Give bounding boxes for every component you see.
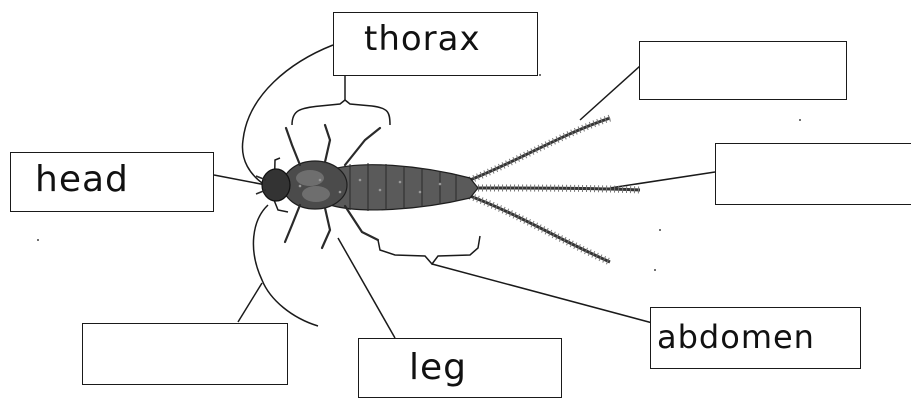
label-leg: leg — [409, 347, 467, 388]
leader-line-upper-tail — [580, 66, 640, 120]
leader-line-leg — [338, 238, 395, 338]
label-abdomen: abdomen — [657, 318, 815, 356]
abdomen-bracket — [378, 236, 480, 264]
label-head: head — [35, 159, 129, 200]
label-box-abdomen: abdomen — [650, 307, 861, 369]
leader-line-middle-tail — [610, 172, 715, 188]
thorax-bracket — [292, 100, 390, 125]
label-box-thorax: thorax — [333, 12, 538, 76]
leader-line-abdomen — [432, 264, 660, 325]
label-box-upper-tail — [639, 41, 847, 100]
label-box-head: head — [10, 152, 214, 212]
leader-line-lower-left-box — [238, 283, 262, 322]
leader-line-lower-left — [253, 205, 318, 326]
label-thorax: thorax — [364, 19, 481, 59]
label-box-leg: leg — [358, 338, 562, 398]
label-box-lower-left — [82, 323, 288, 385]
insect-body — [256, 118, 640, 262]
label-box-middle-tail — [715, 143, 911, 205]
